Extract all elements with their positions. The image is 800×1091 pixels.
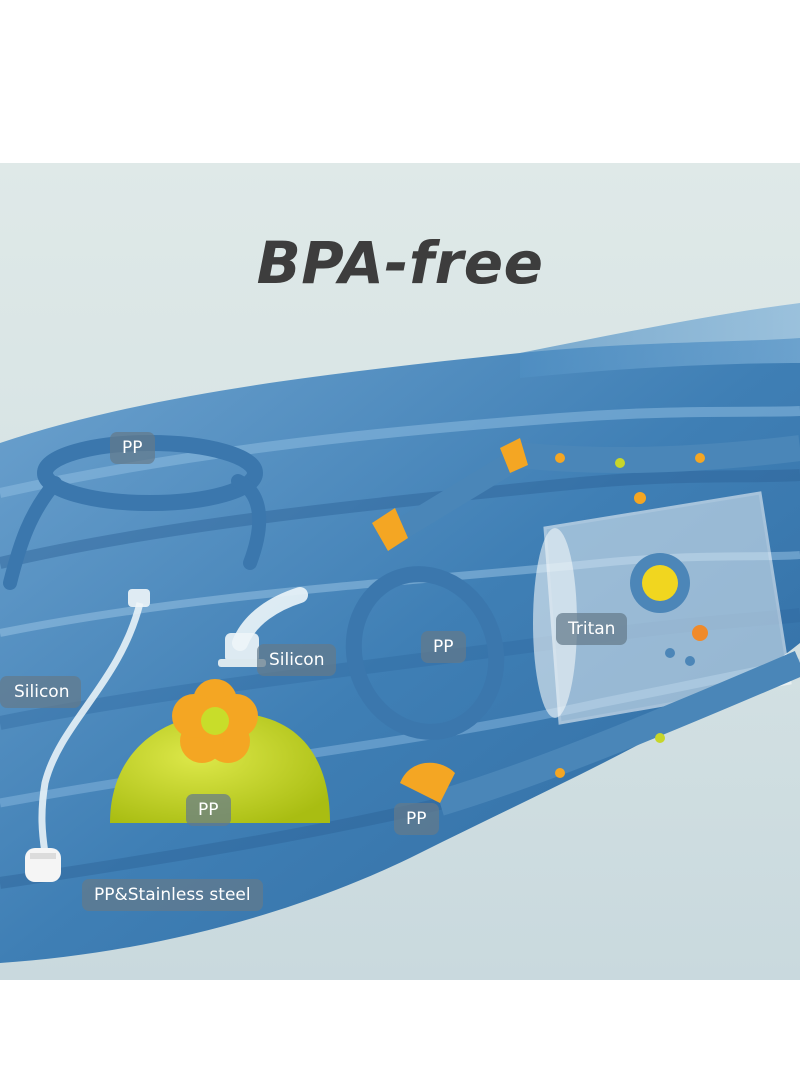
weight-material-label: PP&Stainless steel (82, 879, 263, 911)
handle-material-label: PP (110, 432, 155, 464)
lanyard-strap (372, 435, 800, 816)
cup-ring (345, 566, 505, 740)
silicone-spout (218, 587, 308, 667)
product-scene (0, 303, 800, 963)
headline: BPA-free (256, 229, 544, 297)
weighted-straw (25, 589, 150, 882)
lid-material-label: PP (186, 794, 231, 826)
product-panel: BPA-free (0, 163, 800, 980)
cup-material-label: Tritan (556, 613, 628, 645)
ring-material-label: PP (421, 631, 466, 663)
spout-material-label: Silicon (257, 644, 337, 676)
strap-material-label: PP (394, 803, 439, 835)
flower-lid (110, 679, 330, 823)
straw-material-label: Silicon (0, 676, 82, 708)
tritan-cup (533, 491, 792, 725)
